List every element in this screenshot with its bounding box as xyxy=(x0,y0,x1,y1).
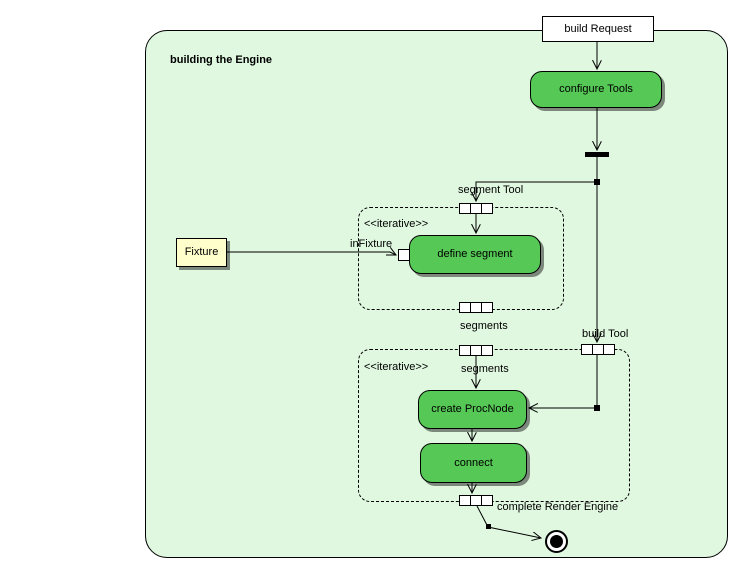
connect-label: connect xyxy=(454,456,493,469)
complete-render-engine-pin[interactable] xyxy=(459,495,493,506)
fixture-object-node[interactable]: Fixture xyxy=(176,238,227,267)
segment-tool-pin[interactable] xyxy=(459,203,493,214)
activity-final-node-dot xyxy=(550,535,563,548)
define-segment-label: define segment xyxy=(437,248,513,260)
build-request-object-node[interactable]: build Request xyxy=(542,16,654,42)
connect-action[interactable]: connect xyxy=(420,443,527,483)
iterative-stereotype-label: <<iterative>> xyxy=(364,361,429,373)
build-tool-pin[interactable] xyxy=(581,344,615,355)
activity-frame-title: building the Engine xyxy=(170,54,273,66)
segment-tool-pin-label: segment Tool xyxy=(458,184,524,196)
define-segment-action[interactable]: define segment xyxy=(409,235,541,274)
segments-input-pin[interactable] xyxy=(459,345,493,356)
build-request-label: build Request xyxy=(564,22,632,35)
create-procnode-label: create ProcNode xyxy=(431,403,514,415)
iterative-stereotype-label: <<iterative>> xyxy=(364,218,429,230)
configure-tools-label: configure Tools xyxy=(559,83,633,95)
activity-final-node[interactable] xyxy=(545,530,568,553)
in-fixture-pin-label: inFixture xyxy=(350,238,393,250)
fork-bar[interactable] xyxy=(585,152,609,157)
fixture-label: Fixture xyxy=(184,246,219,258)
build-tool-pin-label: build Tool xyxy=(582,328,629,340)
create-procnode-action[interactable]: create ProcNode xyxy=(418,390,527,429)
complete-render-engine-pin-label: complete Render Engine xyxy=(497,501,619,513)
iterative-region-build[interactable] xyxy=(358,349,630,502)
configure-tools-action[interactable]: configure Tools xyxy=(530,71,662,108)
segments-output-pin-label: segments xyxy=(460,320,508,332)
segments-input-pin-label: segments xyxy=(461,363,509,375)
segments-output-pin[interactable] xyxy=(459,302,493,313)
